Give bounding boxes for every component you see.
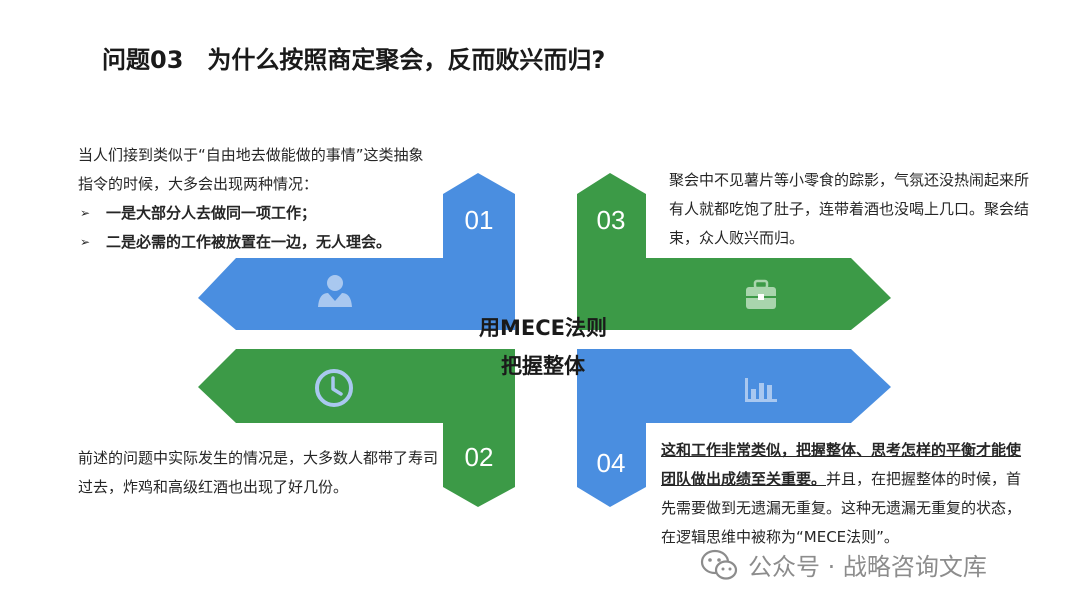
quadrant-04-rest-text: 并且，在把握整体的时候，首先需要做到无遗漏无重复。这种无遗漏无重复的状态，在逻辑…: [661, 470, 1022, 546]
footer-watermark: 公众号 · 战略咨询文库: [700, 547, 987, 582]
quadrant-04-shape: [577, 349, 891, 507]
quadrant-04-number: 04: [597, 448, 626, 478]
quadrant-03-text: 聚会中不见薯片等小零食的踪影，气氛还没热闹起来所有人就都吃饱了肚子，连带着酒也没…: [669, 171, 1030, 247]
arrow-bullet-icon: ➢: [80, 206, 91, 220]
center-label-line1: 用MECE法则: [479, 316, 607, 340]
quadrant-02-shape: [198, 349, 515, 507]
quadrant-04-strong-text: 这和工作非常类似，把握整体、思考怎样的平衡才能使团队做出成绩至关重要。: [661, 441, 1022, 488]
quadrant-01-intro: 当人们接到类似于“自由地去做能做的事情”这类抽象指令的时候，大多会出现两种情况：: [78, 146, 424, 193]
quadrant-02-text: 前述的问题中实际发生的情况是，大多数人都带了寿司过去，炸鸡和高级红酒也出现了好几…: [78, 449, 439, 496]
bullet-item: ➢二是必需的工作被放置在一边，无人理会。: [78, 228, 438, 257]
quadrant-03-shape: [577, 173, 891, 330]
bullet-item: ➢一是大部分人去做同一项工作；: [78, 199, 438, 228]
quadrant-01-bullets: ➢一是大部分人去做同一项工作； ➢二是必需的工作被放置在一边，无人理会。: [78, 199, 438, 257]
briefcase-icon: [746, 279, 776, 309]
quadrant-02-number: 02: [465, 442, 494, 472]
clock-icon: [315, 369, 353, 407]
page-title: 问题03 为什么按照商定聚会，反而败兴而归?: [102, 46, 606, 74]
quadrant-01-shape: [198, 173, 515, 330]
quadrant-01-number: 01: [465, 205, 494, 235]
wechat-icon: [700, 549, 738, 580]
center-label-line2: 把握整体: [501, 354, 585, 378]
bar-chart-icon: [745, 378, 777, 402]
quadrant-03-number: 03: [597, 205, 626, 235]
arrow-bullet-icon: ➢: [80, 235, 91, 249]
user-icon: [318, 275, 352, 307]
quadrant-04-text: 这和工作非常类似，把握整体、思考怎样的平衡才能使团队做出成绩至关重要。并且，在把…: [661, 436, 1033, 552]
footer-text: 公众号 · 战略咨询文库: [748, 553, 987, 581]
quadrant-01-text: 当人们接到类似于“自由地去做能做的事情”这类抽象指令的时候，大多会出现两种情况：…: [78, 141, 438, 257]
